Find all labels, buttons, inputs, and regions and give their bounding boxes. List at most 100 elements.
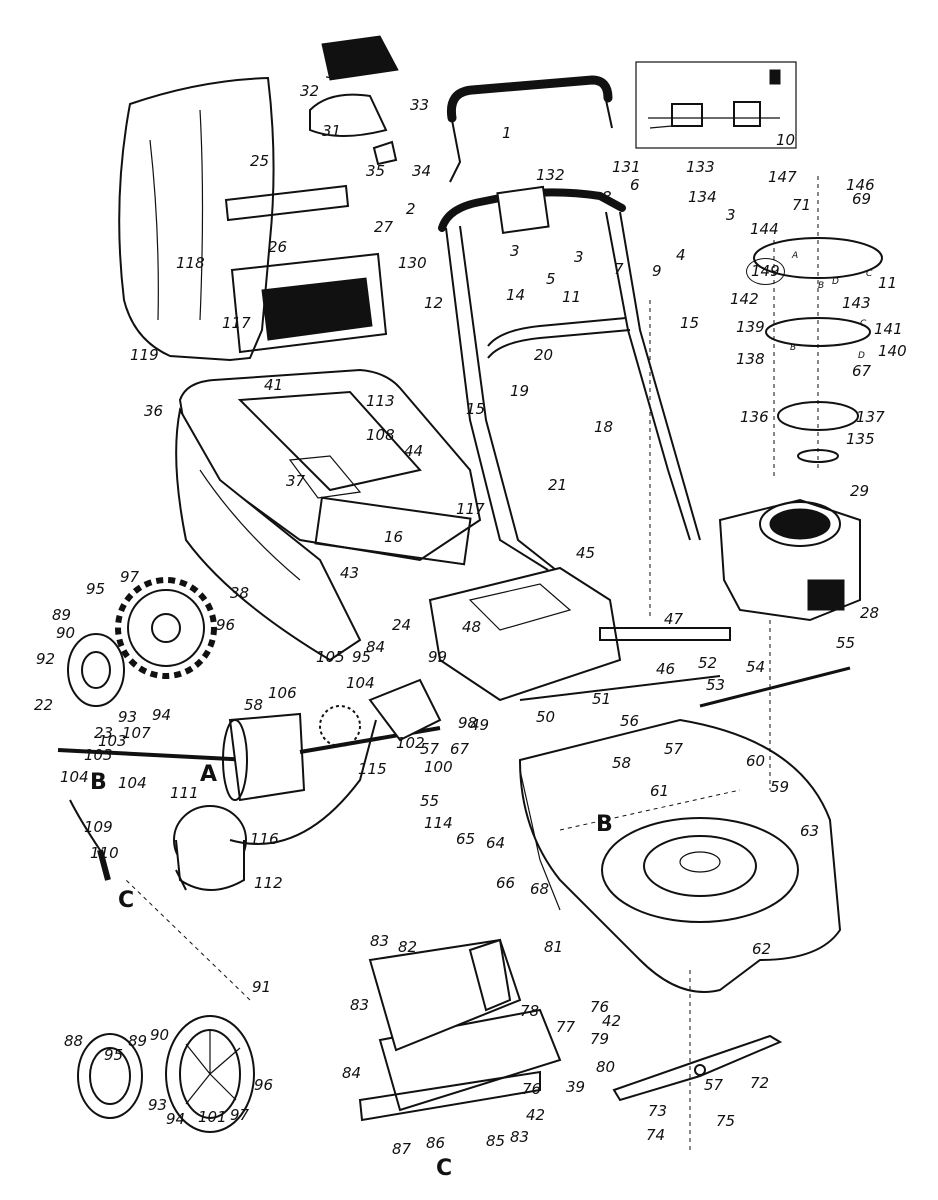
part-label: 38	[230, 584, 250, 602]
part-label: 52	[698, 654, 718, 672]
part-label: 34	[412, 162, 432, 180]
part-label: 73	[648, 1102, 668, 1120]
part-label: 12	[424, 294, 444, 312]
part-label: 88	[64, 1032, 84, 1050]
part-label: 55	[420, 792, 440, 810]
part-label: 28	[860, 604, 880, 622]
part-label: 30	[326, 64, 346, 82]
part-label: 25	[250, 152, 270, 170]
part-label: 18	[594, 418, 614, 436]
part-label: 94	[152, 706, 172, 724]
part-label: 147	[768, 168, 797, 186]
part-label: 57	[704, 1076, 724, 1094]
part-label: 7	[614, 260, 624, 278]
part-label: 95	[352, 648, 372, 666]
part-label: 117	[222, 314, 251, 332]
part-label: 44	[404, 442, 424, 460]
part-label: 29	[850, 482, 870, 500]
part-label: 2	[406, 200, 416, 218]
part-label: 78	[520, 1002, 540, 1020]
part-label: 112	[254, 874, 283, 892]
part-label: 9	[652, 262, 662, 280]
part-label: 45	[576, 544, 596, 562]
part-label: 75	[716, 1112, 736, 1130]
part-label: 99	[428, 648, 448, 666]
pulley-letter: B	[818, 281, 825, 291]
part-label: 95	[104, 1046, 124, 1064]
part-label: 66	[496, 874, 516, 892]
part-label: 134	[688, 188, 717, 206]
part-label: 58	[244, 696, 264, 714]
connection-marker: A	[200, 762, 218, 787]
part-label: 100	[424, 758, 453, 776]
part-label: 81	[544, 938, 564, 956]
inset-box	[635, 61, 797, 149]
part-label: 8	[602, 188, 612, 206]
part-label: 83	[510, 1128, 530, 1146]
part-label: 15	[680, 314, 700, 332]
part-label: 85	[486, 1132, 506, 1150]
part-label: 41	[264, 376, 284, 394]
part-label: 89	[52, 606, 72, 624]
part-label: 132	[536, 166, 565, 184]
part-label: 95	[86, 580, 106, 598]
part-label: 42	[602, 1012, 622, 1030]
part-label: 57	[420, 740, 440, 758]
pulley-letter: C	[860, 319, 867, 329]
part-label: 109	[84, 818, 113, 836]
part-label: 27	[374, 218, 394, 236]
part-label: 97	[120, 568, 140, 586]
pulley-letter: D	[832, 277, 839, 287]
part-label: 23	[94, 724, 114, 742]
part-label: 54	[746, 658, 766, 676]
part-label: 20	[534, 346, 554, 364]
part-label: 65	[456, 830, 476, 848]
pulley-letter: C	[866, 269, 873, 279]
part-label: 56	[620, 712, 640, 730]
part-label-circled: 149	[746, 258, 785, 285]
part-label: 51	[592, 690, 612, 708]
part-label: 32	[300, 82, 320, 100]
part-label: 118	[176, 254, 205, 272]
pulley-letter: A	[792, 251, 799, 261]
part-label: 61	[650, 782, 670, 800]
part-label: 114	[424, 814, 453, 832]
part-label: 102	[396, 734, 425, 752]
part-label: 142	[730, 290, 759, 308]
part-label: 140	[878, 342, 907, 360]
part-label: 5	[546, 270, 556, 288]
part-label: 59	[770, 778, 790, 796]
connection-marker: C	[436, 1156, 453, 1181]
part-label: 36	[144, 402, 164, 420]
part-label: 37	[286, 472, 306, 490]
part-label: 49	[470, 716, 490, 734]
part-label: 89	[128, 1032, 148, 1050]
part-label: 80	[596, 1058, 616, 1076]
connection-marker: B	[90, 770, 107, 795]
part-label: 117	[456, 500, 485, 518]
part-label: 67	[852, 362, 872, 380]
part-label: 146	[846, 176, 875, 194]
part-label: 55	[836, 634, 856, 652]
connection-marker: B	[596, 812, 613, 837]
part-label: 22	[34, 696, 54, 714]
part-label: 15	[466, 400, 486, 418]
part-label: 77	[556, 1018, 576, 1036]
part-label: 72	[750, 1074, 770, 1092]
part-label: 48	[462, 618, 482, 636]
part-label: 105	[316, 648, 345, 666]
part-label: 50	[536, 708, 556, 726]
part-label: 108	[366, 426, 395, 444]
part-label: 131	[612, 158, 641, 176]
part-label: 74	[646, 1126, 666, 1144]
part-label: 71	[792, 196, 812, 214]
part-label: 46	[656, 660, 676, 678]
part-label: 84	[366, 638, 386, 656]
part-label: 63	[800, 822, 820, 840]
part-label: 24	[392, 616, 412, 634]
part-label: 57	[664, 740, 684, 758]
part-label: 104	[118, 774, 147, 792]
part-label: 3	[510, 242, 520, 260]
part-label: 113	[366, 392, 395, 410]
